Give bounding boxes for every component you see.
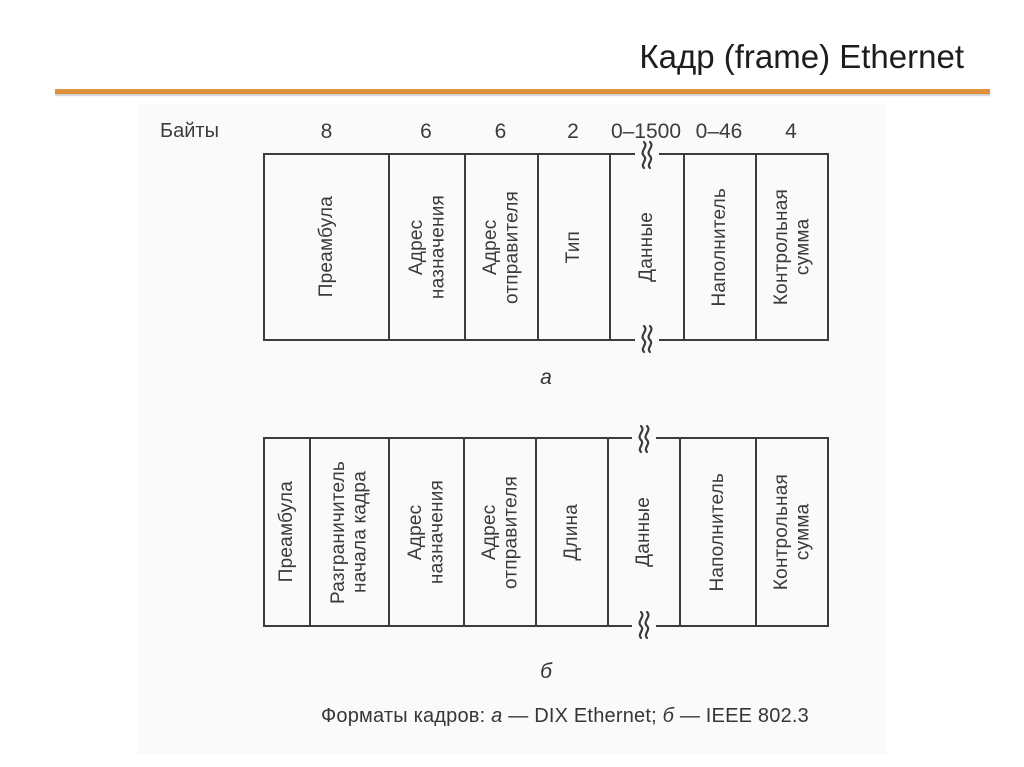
frame-field-label: Контрольная сумма <box>770 188 813 306</box>
frame-field-cell: Преамбула <box>265 439 309 625</box>
bytes-axis-label: Байты <box>160 120 219 142</box>
frame-field-label: Контрольная сумма <box>770 473 813 591</box>
frame-field-cell: Адрес отправителя <box>463 439 535 625</box>
frame-table-dix: Преамбула Адрес назначения Адрес отправите… <box>263 140 829 354</box>
byte-count: 0–1500 <box>610 120 682 143</box>
frame-field-cell: Преамбула <box>265 155 388 339</box>
frame-field-cell: Длина <box>535 439 607 625</box>
frame-field-label: Длина <box>561 503 583 561</box>
frame-field-cell: Данные <box>607 424 679 640</box>
frame-field-cell: Контрольная сумма <box>755 439 827 625</box>
frame-field-label: Разграничитель начала кадра <box>328 460 371 604</box>
frame-field-label: Данные <box>636 212 658 282</box>
byte-count: 6 <box>420 120 432 143</box>
frame-field-cell: Разграничитель начала кадра <box>309 439 388 625</box>
frame-field-cell: Адрес отправителя <box>464 155 537 339</box>
frame-field-label: Наполнитель <box>707 472 729 592</box>
caption-part: — IEEE 802.3 <box>674 705 809 727</box>
frame-field-label: Адрес отправителя <box>480 190 523 304</box>
frame-table-dix-label: а <box>540 366 552 389</box>
byte-count: 6 <box>494 120 507 143</box>
byte-count: 8 <box>320 120 333 143</box>
frame-field-cell: Адрес назначения <box>388 439 463 625</box>
frame-field-label: Преамбула <box>315 196 337 298</box>
frame-field-label: Адрес назначения <box>405 194 448 300</box>
caption-part: б <box>662 705 675 727</box>
frame-field-cell: Наполнитель <box>679 439 755 625</box>
title-accent-rule <box>55 89 990 94</box>
frame-field-cell: Контрольная сумма <box>755 155 827 339</box>
byte-count: 4 <box>785 120 797 143</box>
frame-table-ieee-label: б <box>540 660 552 683</box>
frame-field-cell: Данные <box>609 140 683 354</box>
caption-part: а <box>491 705 503 727</box>
slide-title: Кадр (frame) Ethernet <box>639 38 964 75</box>
frame-field-label: Тип <box>563 230 585 264</box>
frame-field-cell: Тип <box>537 155 609 339</box>
frame-field-label: Данные <box>633 497 655 567</box>
frame-field-label: Преамбула <box>276 481 298 583</box>
byte-counts-row: 8 6 6 2 0–1500 0–46 4 <box>265 114 827 144</box>
frame-field-label: Адрес отправителя <box>478 475 521 589</box>
frame-table-ieee: Преамбула Разграничитель начала кадра Адре… <box>263 424 829 640</box>
figure-scan-background <box>138 104 886 754</box>
caption-part: — DIX Ethernet; <box>502 705 663 727</box>
frame-field-label: Адрес назначения <box>405 479 448 585</box>
byte-count: 0–46 <box>695 120 743 143</box>
byte-count: 2 <box>567 120 579 143</box>
frame-field-cell: Наполнитель <box>683 155 755 339</box>
frame-field-cell: Адрес назначения <box>388 155 464 339</box>
figure-caption: Форматы кадров: а — DIX Ethernet; б — IE… <box>180 705 950 728</box>
frame-field-label: Наполнитель <box>709 187 731 307</box>
caption-part: Форматы кадров: <box>321 705 492 727</box>
